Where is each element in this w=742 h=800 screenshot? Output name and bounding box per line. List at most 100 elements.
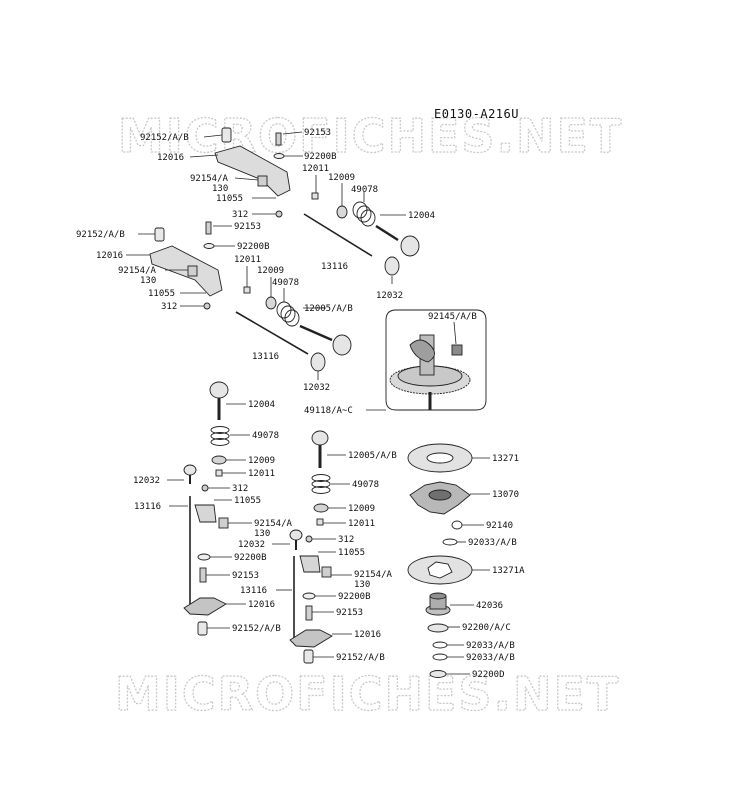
part-92033-a[interactable] <box>442 538 458 546</box>
label-12016-a[interactable]: 12016 <box>157 153 184 163</box>
part-12009-c[interactable] <box>211 455 227 465</box>
label-12016-c[interactable]: 12016 <box>248 600 275 610</box>
part-49078-d[interactable] <box>311 474 331 494</box>
label-12032-a[interactable]: 12032 <box>376 291 403 301</box>
label-12011-b[interactable]: 12011 <box>234 255 261 265</box>
part-92145[interactable] <box>451 344 463 356</box>
label-12005-d[interactable]: 12005/A/B <box>348 451 397 461</box>
part-312-d[interactable] <box>305 535 313 543</box>
label-13070[interactable]: 13070 <box>492 490 519 500</box>
label-92200d[interactable]: 92200D <box>472 670 505 680</box>
label-92154-a[interactable]: 92154/A <box>190 174 229 184</box>
label-12011-c[interactable]: 12011 <box>248 469 275 479</box>
label-49078-d[interactable]: 49078 <box>352 480 379 490</box>
part-92140[interactable] <box>451 520 463 530</box>
part-92200b-a[interactable] <box>273 153 285 159</box>
part-12016-b[interactable] <box>149 245 223 297</box>
part-92154-c[interactable] <box>218 517 229 529</box>
part-92200ac[interactable] <box>427 623 449 633</box>
label-130-b[interactable]: 130 <box>140 276 156 286</box>
label-92033-c[interactable]: 92033/A/B <box>466 653 515 663</box>
part-12032-a[interactable] <box>384 256 400 276</box>
part-312-c[interactable] <box>201 484 209 492</box>
label-12009-a[interactable]: 12009 <box>328 173 355 183</box>
label-92154-c[interactable]: 92154/A <box>254 519 293 529</box>
label-12032-b[interactable]: 12032 <box>303 383 330 393</box>
part-12032-b[interactable] <box>310 352 326 372</box>
label-12004-a[interactable]: 12004 <box>408 211 435 221</box>
label-92153-a[interactable]: 92153 <box>304 128 331 138</box>
label-312-a[interactable]: 312 <box>232 210 248 220</box>
part-49078-b[interactable] <box>276 301 300 327</box>
part-12032-d[interactable] <box>289 529 303 550</box>
label-312-d[interactable]: 312 <box>338 535 354 545</box>
part-12009-d[interactable] <box>313 503 329 513</box>
label-92152-b[interactable]: 92152/A/B <box>76 230 125 240</box>
part-11055-d[interactable] <box>299 555 321 573</box>
label-92154-d[interactable]: 92154/A <box>354 570 393 580</box>
part-92033-c[interactable] <box>432 653 448 661</box>
label-92200b-b[interactable]: 92200B <box>237 242 270 252</box>
part-92152-b[interactable] <box>154 227 165 242</box>
label-12005-b[interactable]: 12005/A/B <box>304 304 353 314</box>
part-12005-b[interactable] <box>299 324 352 356</box>
part-312-a[interactable] <box>275 210 283 218</box>
part-12016-a[interactable] <box>214 145 291 197</box>
part-13116-a[interactable] <box>303 213 373 257</box>
part-12009-a[interactable] <box>336 205 348 219</box>
label-312-c[interactable]: 312 <box>232 484 248 494</box>
part-12011-d[interactable] <box>316 518 324 526</box>
part-13116-b[interactable] <box>235 311 309 355</box>
part-312-b[interactable] <box>203 302 211 310</box>
part-12005-d[interactable] <box>311 430 329 468</box>
part-12032-c[interactable] <box>183 464 197 484</box>
part-92033-b[interactable] <box>432 641 448 649</box>
label-92200ac[interactable]: 92200/A/C <box>462 623 511 633</box>
label-13116-a[interactable]: 13116 <box>321 262 348 272</box>
label-130-d[interactable]: 130 <box>354 580 370 590</box>
part-92154-d[interactable] <box>321 566 332 578</box>
part-49078-a[interactable] <box>352 201 376 227</box>
label-92152-a[interactable]: 92152/A/B <box>140 133 189 143</box>
label-92033-b[interactable]: 92033/A/B <box>466 641 515 651</box>
label-130-a[interactable]: 130 <box>212 184 228 194</box>
label-92200b-a[interactable]: 92200B <box>304 152 337 162</box>
label-12016-d[interactable]: 12016 <box>354 630 381 640</box>
part-92200b-d[interactable] <box>302 592 316 600</box>
part-12011-b[interactable] <box>243 286 251 294</box>
label-130-c[interactable]: 130 <box>254 529 270 539</box>
part-92152-c[interactable] <box>197 621 208 636</box>
label-11055-a[interactable]: 11055 <box>216 194 243 204</box>
label-13116-c[interactable]: 13116 <box>134 502 161 512</box>
label-49078-a[interactable]: 49078 <box>351 185 378 195</box>
label-92200b-d[interactable]: 92200B <box>338 592 371 602</box>
label-12009-d[interactable]: 12009 <box>348 504 375 514</box>
label-92153-c[interactable]: 92153 <box>232 571 259 581</box>
label-92154-b[interactable]: 92154/A <box>118 266 157 276</box>
part-92152-d[interactable] <box>303 649 314 664</box>
part-12011-c[interactable] <box>215 469 223 477</box>
label-12004-c[interactable]: 12004 <box>248 400 275 410</box>
part-11055-c[interactable] <box>194 504 217 523</box>
label-92152-c[interactable]: 92152/A/B <box>232 624 281 634</box>
label-13116-b[interactable]: 13116 <box>252 352 279 362</box>
label-12032-d[interactable]: 12032 <box>238 540 265 550</box>
label-42036[interactable]: 42036 <box>476 601 503 611</box>
label-49118[interactable]: 49118/A~C <box>304 406 353 416</box>
part-12011-a[interactable] <box>311 192 319 200</box>
label-12009-b[interactable]: 12009 <box>257 266 284 276</box>
part-92153-a[interactable] <box>275 132 282 146</box>
label-92152-d[interactable]: 92152/A/B <box>336 653 385 663</box>
label-13271a[interactable]: 13271A <box>492 566 525 576</box>
label-92153-b[interactable]: 92153 <box>234 222 261 232</box>
part-12016-d[interactable] <box>289 629 333 648</box>
label-12016-b[interactable]: 12016 <box>96 251 123 261</box>
label-92145[interactable]: 92145/A/B <box>428 312 477 322</box>
part-12004-c[interactable] <box>209 381 229 420</box>
label-12009-c[interactable]: 12009 <box>248 456 275 466</box>
label-12011-d[interactable]: 12011 <box>348 519 375 529</box>
part-13070[interactable] <box>409 481 471 515</box>
part-92154-a[interactable] <box>257 175 268 187</box>
part-92153-c[interactable] <box>199 567 207 583</box>
part-92200b-b[interactable] <box>203 243 215 249</box>
